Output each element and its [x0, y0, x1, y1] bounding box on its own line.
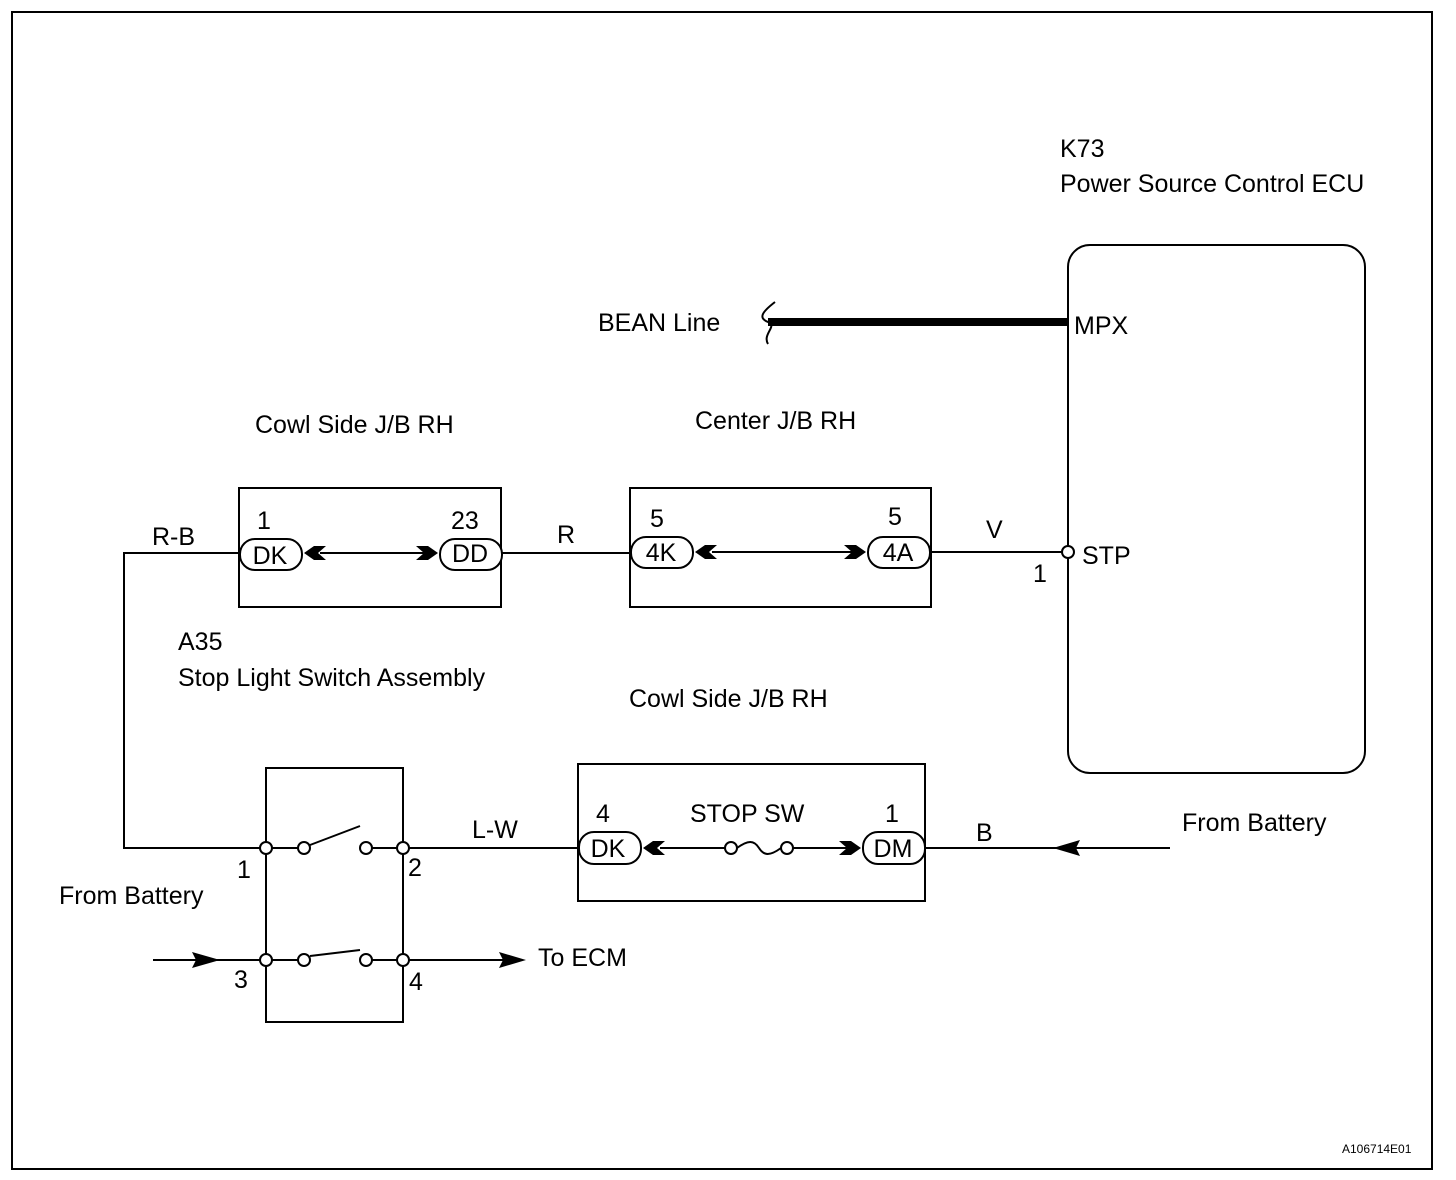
stop-sw-fuse-label: STOP SW: [690, 800, 805, 828]
center-jb-left-connector-label: 4K: [646, 539, 677, 567]
cowl-jb-bottom-right-terminal: [839, 841, 861, 855]
switch2-pin4-terminal: [396, 953, 410, 967]
cowl-jb-bottom-right-pin: 1: [885, 800, 899, 828]
switch-name: Stop Light Switch Assembly: [178, 664, 486, 692]
from-battery-right-label: From Battery: [1182, 809, 1327, 837]
ecu-name: Power Source Control ECU: [1060, 170, 1364, 198]
cowl-jb-top-left-connector-label: DK: [253, 542, 288, 570]
ecu-pin-mpx-label: MPX: [1074, 312, 1129, 340]
wire-v-label: V: [986, 516, 1003, 544]
ecu-box: [1067, 244, 1366, 774]
ecu-stp-terminal: [1061, 545, 1075, 559]
ecu-code: K73: [1060, 135, 1104, 163]
arrow-battery-to-dm: [1053, 840, 1080, 856]
cowl-jb-bottom-title: Cowl Side J/B RH: [629, 685, 828, 713]
arrow-battery-to-pin3: [192, 952, 220, 968]
stop-sw-fuse-terminal-right: [780, 841, 794, 855]
switch2-pin3-terminal: [259, 953, 273, 967]
cowl-jb-top-left-pin: 1: [257, 507, 271, 535]
center-jb-right-pin: 5: [888, 503, 902, 531]
center-jb-right-terminal: [844, 545, 866, 559]
from-battery-left-label: From Battery: [59, 882, 204, 910]
center-jb-box: [629, 487, 932, 608]
switch-pin3-label: 3: [234, 966, 248, 994]
switch1-pin2-terminal: [396, 841, 410, 855]
cowl-jb-bottom-right-connector-label: DM: [874, 835, 913, 863]
switch2-contact-b: [359, 953, 373, 967]
cowl-jb-bottom-box: [577, 763, 926, 902]
stop-sw-fuse-element: [736, 841, 782, 855]
cowl-jb-top-left-terminal: [304, 546, 326, 560]
switch-box: [265, 767, 404, 1023]
switch2-contact-a: [297, 953, 311, 967]
diagram-frame: [11, 11, 1433, 1170]
ecu-stp-pin-number: 1: [1033, 560, 1047, 588]
wire-rb: [123, 552, 266, 849]
cowl-jb-top-right-connector: [439, 538, 503, 571]
stop-sw-fuse-terminal-left: [724, 841, 738, 855]
wire-b-label: B: [976, 819, 993, 847]
bean-line-break: [761, 301, 776, 345]
cowl-jb-top-right-terminal: [416, 546, 438, 560]
center-jb-right-connector-label: 4A: [883, 539, 914, 567]
cowl-jb-bottom-left-pin: 4: [596, 800, 610, 828]
switch1-contact-arm: [309, 825, 361, 846]
center-jb-left-terminal: [695, 545, 717, 559]
switch-code: A35: [178, 628, 222, 656]
bean-line-label: BEAN Line: [598, 309, 720, 337]
to-ecm-label: To ECM: [538, 944, 627, 972]
switch1-contact-a: [297, 841, 311, 855]
switch1-contact-b: [359, 841, 373, 855]
switch-pin4-label: 4: [409, 968, 423, 996]
figure-id: A106714E01: [1342, 1142, 1412, 1156]
wire-lw-label: L-W: [472, 816, 518, 844]
cowl-jb-bottom-left-terminal: [643, 841, 665, 855]
cowl-jb-top-right-pin: 23: [451, 507, 479, 535]
switch1-pin1-terminal: [259, 841, 273, 855]
center-jb-left-pin: 5: [650, 505, 664, 533]
cowl-jb-top-left-connector: [239, 538, 303, 571]
cowl-jb-top-right-connector-label: DD: [452, 540, 488, 568]
wire-r-label: R: [557, 521, 575, 549]
cowl-jb-top-title: Cowl Side J/B RH: [255, 411, 454, 439]
center-jb-title: Center J/B RH: [695, 407, 856, 435]
wire-rb-label: R-B: [152, 523, 195, 551]
cowl-jb-bottom-left-connector: [578, 831, 642, 865]
cowl-jb-bottom-left-connector-label: DK: [591, 835, 626, 863]
switch-pin2-label: 2: [408, 854, 422, 882]
switch-pin1-label: 1: [237, 856, 251, 884]
ecu-pin-stp-label: STP: [1082, 542, 1131, 570]
arrow-to-ecm: [499, 952, 526, 968]
switch2-contact-arm: [309, 949, 361, 957]
